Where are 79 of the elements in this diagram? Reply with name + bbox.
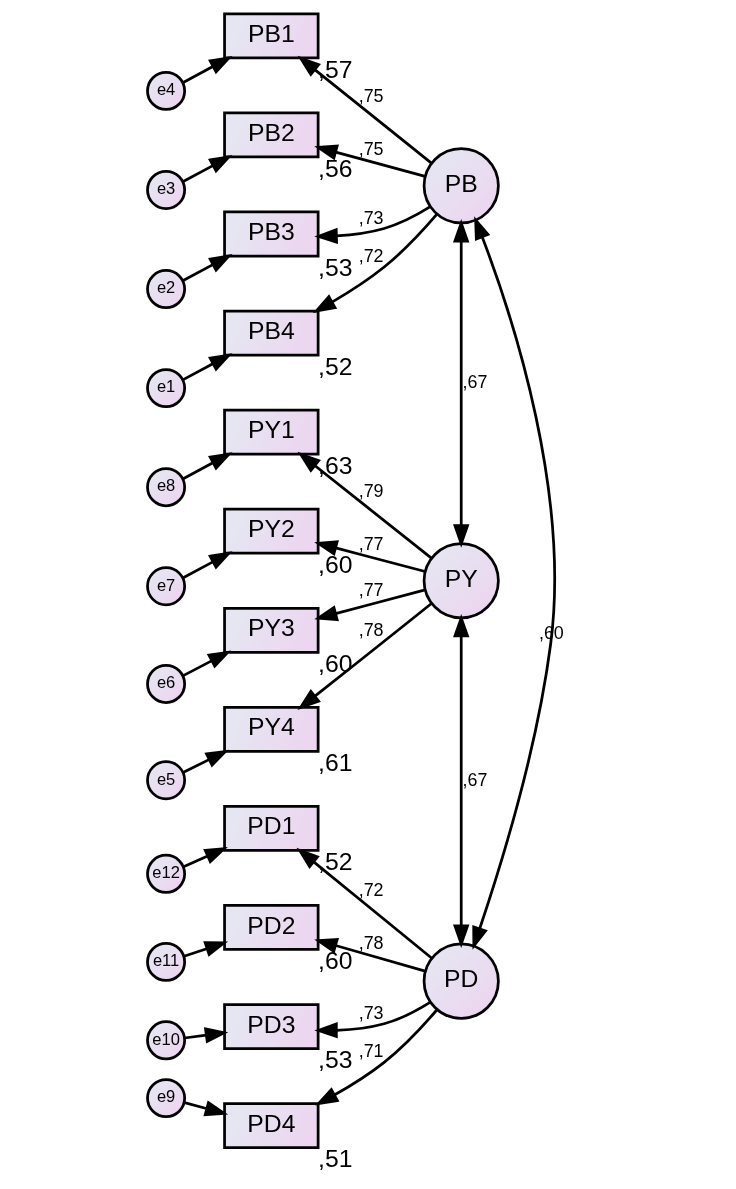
arrow bbox=[184, 1100, 229, 1117]
arrow bbox=[314, 1008, 439, 1106]
arrow bbox=[297, 55, 433, 165]
arrow bbox=[182, 55, 233, 84]
node-label: ,56 bbox=[318, 154, 353, 182]
node-box: PB3 bbox=[223, 210, 320, 258]
node-circle: e10 bbox=[146, 1020, 187, 1061]
arrow bbox=[314, 540, 426, 573]
node-circle: e2 bbox=[146, 269, 187, 309]
node-circle: e12 bbox=[146, 853, 187, 894]
node-label: ,53 bbox=[318, 1046, 353, 1074]
node-label: ,51 bbox=[318, 1145, 353, 1173]
node-label: ,61 bbox=[318, 749, 353, 777]
node-circle: e7 bbox=[146, 566, 187, 607]
arrow bbox=[312, 213, 438, 314]
edge-label: ,73 bbox=[358, 1002, 384, 1023]
arrow bbox=[182, 650, 232, 678]
node-box: PD2 bbox=[223, 904, 320, 951]
arrow bbox=[297, 451, 433, 560]
node-box: PD4 bbox=[223, 1102, 320, 1149]
edge-label: ,77 bbox=[358, 580, 384, 601]
arrow bbox=[297, 602, 433, 710]
node-box: PB1 bbox=[223, 12, 320, 60]
arrow bbox=[182, 749, 230, 774]
node-circle: e8 bbox=[146, 467, 187, 508]
edge-label: ,78 bbox=[358, 620, 384, 641]
arrow bbox=[453, 613, 470, 948]
node-circle: PD bbox=[422, 942, 500, 1020]
arrow bbox=[182, 551, 233, 579]
arrow bbox=[183, 847, 228, 868]
arrow bbox=[453, 219, 470, 548]
node-circle: PY bbox=[422, 542, 500, 620]
node-label: ,57 bbox=[318, 55, 353, 83]
edge-label: ,72 bbox=[358, 246, 384, 267]
edge-label: ,72 bbox=[358, 880, 384, 901]
edge-label: ,75 bbox=[358, 86, 384, 107]
arrow bbox=[182, 452, 233, 480]
node-circle: e4 bbox=[146, 70, 187, 111]
node-label: ,52 bbox=[318, 848, 353, 876]
node-box: PB2 bbox=[223, 111, 320, 159]
node-label: ,60 bbox=[318, 551, 353, 579]
node-box: PY1 bbox=[223, 408, 320, 456]
edge-label: ,78 bbox=[358, 932, 384, 953]
edge-label: ,73 bbox=[358, 207, 384, 228]
arrow bbox=[314, 588, 426, 622]
node-box: PD1 bbox=[223, 805, 320, 852]
arrow bbox=[314, 205, 432, 245]
node-circle: e9 bbox=[146, 1078, 187, 1119]
node-circle: e6 bbox=[146, 664, 187, 704]
arrow bbox=[182, 353, 233, 381]
arrow bbox=[183, 941, 229, 958]
arrow bbox=[182, 155, 233, 183]
node-label: ,52 bbox=[318, 352, 353, 380]
node-box: PD3 bbox=[223, 1003, 320, 1050]
node-box: PY4 bbox=[223, 705, 320, 753]
arrow bbox=[472, 216, 556, 950]
arrow bbox=[296, 847, 433, 960]
edge-label: ,67 bbox=[462, 371, 488, 392]
node-circle: PB bbox=[422, 147, 500, 225]
node-circle: e5 bbox=[146, 760, 187, 801]
node-box: PY2 bbox=[223, 507, 320, 555]
arrow bbox=[314, 1001, 432, 1039]
node-box: PY3 bbox=[223, 606, 320, 654]
edge-label: ,71 bbox=[358, 1041, 384, 1062]
arrow bbox=[314, 144, 426, 178]
node-circle: e1 bbox=[146, 368, 187, 409]
edge-label: ,75 bbox=[358, 138, 384, 159]
node-box: PB4 bbox=[223, 309, 320, 357]
node-circle: e11 bbox=[146, 941, 187, 982]
node-label: ,63 bbox=[318, 451, 353, 479]
arrow bbox=[182, 254, 233, 282]
arrow bbox=[314, 937, 426, 973]
node-label: ,60 bbox=[318, 947, 353, 975]
node-label: ,53 bbox=[318, 253, 353, 281]
edge-label: ,67 bbox=[462, 769, 488, 790]
edge-label: ,79 bbox=[358, 481, 384, 502]
edge-label: ,77 bbox=[358, 533, 384, 554]
arrow bbox=[184, 1027, 229, 1044]
node-circle: e3 bbox=[146, 170, 187, 210]
